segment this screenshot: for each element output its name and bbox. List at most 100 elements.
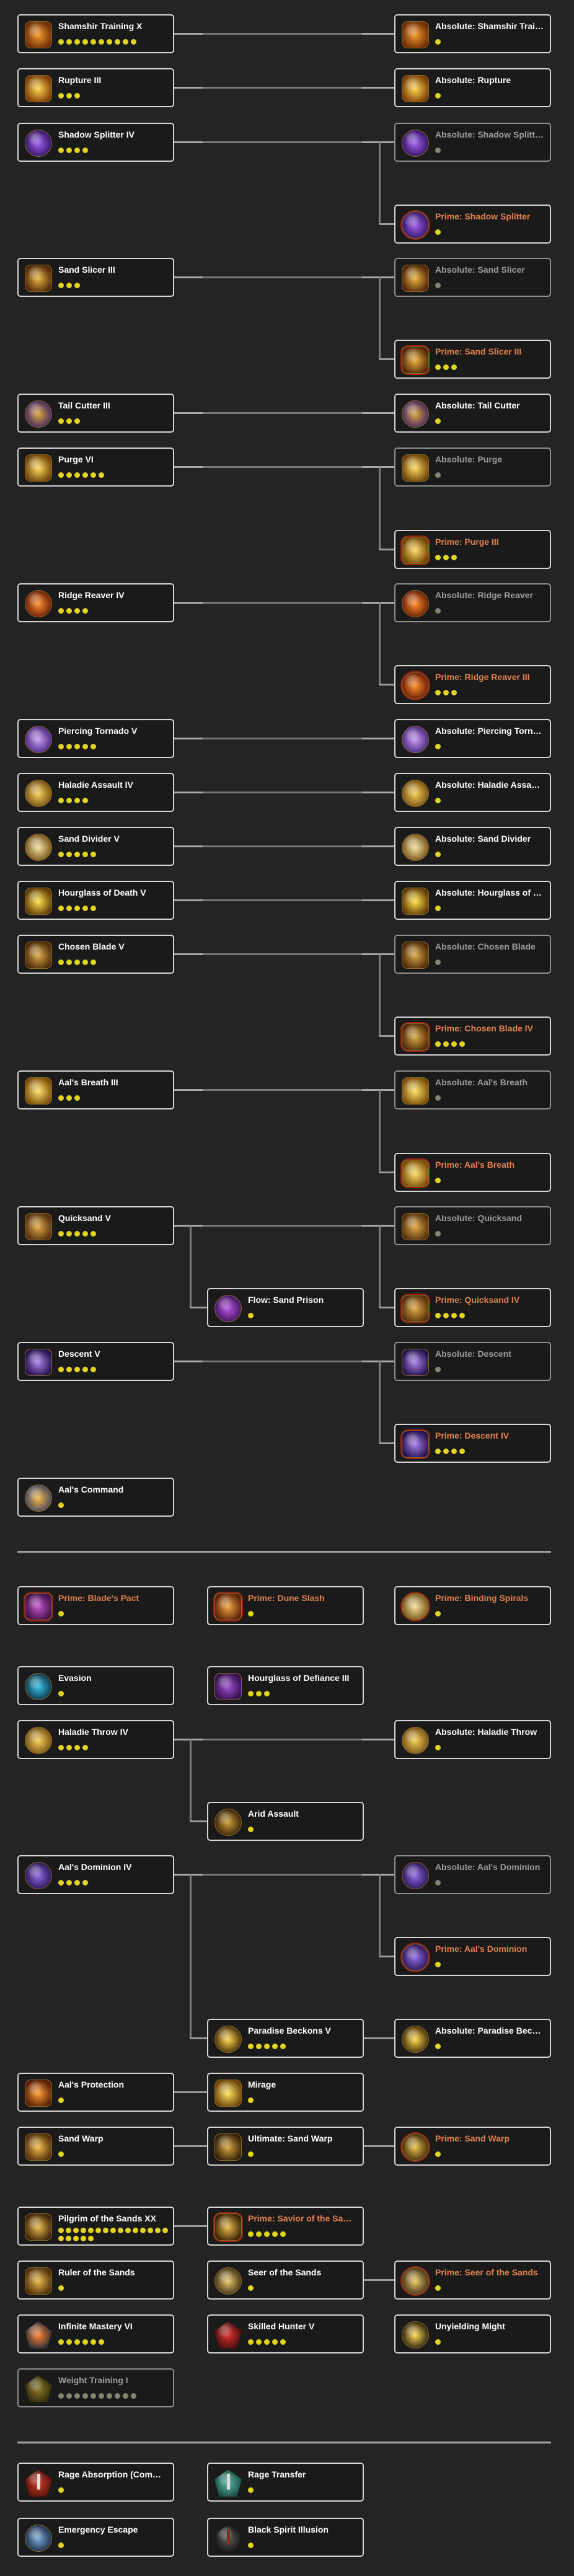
absolute-piercing-tornado[interactable]: Absolute: Piercing Torn…	[394, 719, 551, 758]
prime-dune-slash[interactable]: Prime: Dune Slash	[207, 1586, 364, 1625]
flow-sand-prison[interactable]: Flow: Sand Prison	[207, 1288, 364, 1327]
skill-level-dots	[248, 2044, 286, 2049]
emergency-escape[interactable]: Emergency Escape	[17, 2518, 174, 2557]
level-dot	[91, 959, 96, 965]
skilled-hunter-v[interactable]: Skilled Hunter V	[207, 2314, 364, 2353]
connector-line	[379, 1874, 381, 1957]
mirage[interactable]: Mirage	[207, 2073, 364, 2112]
connector-line	[174, 602, 394, 604]
skill-title: Flow: Sand Prison	[248, 1295, 324, 1305]
skill-title: Rage Transfer	[248, 2469, 306, 2479]
descent-v[interactable]: Descent V	[17, 1342, 174, 1381]
level-dot	[459, 1449, 465, 1454]
absolute-paradise-beckons[interactable]: Absolute: Paradise Bec…	[394, 2019, 551, 2058]
arid-assault[interactable]: Arid Assault	[207, 1802, 364, 1841]
prime-purge-iii[interactable]: Prime: Purge III	[394, 530, 551, 569]
infinite-mastery-vi[interactable]: Infinite Mastery VI	[17, 2314, 174, 2353]
prime-savior-of-the-sands[interactable]: Prime: Savior of the Sa…	[207, 2207, 364, 2246]
aals-command[interactable]: Aal's Command	[17, 1478, 174, 1517]
prime-binding-spirals[interactable]: Prime: Binding Spirals	[394, 1586, 551, 1625]
prime-chosen-blade-iv[interactable]: Prime: Chosen Blade IV	[394, 1017, 551, 1056]
aals-breath-iii[interactable]: Aal's Breath III	[17, 1070, 174, 1109]
ultimate-sand-warp[interactable]: Ultimate: Sand Warp	[207, 2127, 364, 2166]
absolute-sand-slicer[interactable]: Absolute: Sand Slicer	[394, 258, 551, 297]
prime-sand-warp[interactable]: Prime: Sand Warp	[394, 2127, 551, 2166]
absolute-chosen-blade[interactable]: Absolute: Chosen Blade	[394, 935, 551, 974]
shadow-splitter-iv[interactable]: Shadow Splitter IV	[17, 123, 174, 162]
prime-descent-iv[interactable]: Prime: Descent IV	[394, 1424, 551, 1463]
prime-shadow-splitter[interactable]: Prime: Shadow Splitter	[394, 205, 551, 244]
connector-line	[174, 1089, 394, 1091]
rage-absorption[interactable]: Rage Absorption (Com…	[17, 2463, 174, 2502]
absolute-shadow-splitter[interactable]: Absolute: Shadow Splitt…	[394, 123, 551, 162]
absolute-aals-breath[interactable]: Absolute: Aal's Breath	[394, 1070, 551, 1109]
hourglass-of-defiance-iii[interactable]: Hourglass of Defiance III	[207, 1666, 364, 1705]
weight-training-i[interactable]: Weight Training I	[17, 2368, 174, 2407]
prime-ridge-reaver-iii[interactable]: Prime: Ridge Reaver III	[394, 665, 551, 704]
aals-dominion-icon	[402, 1862, 429, 1889]
absolute-tail-cutter[interactable]: Absolute: Tail Cutter	[394, 394, 551, 433]
skill-title: Black Spirit Illusion	[248, 2525, 329, 2534]
rage-transfer[interactable]: Rage Transfer	[207, 2463, 364, 2502]
skill-title: Absolute: Ridge Reaver	[435, 590, 533, 600]
skill-level-dots	[435, 364, 457, 370]
prime-quicksand-iv[interactable]: Prime: Quicksand IV	[394, 1288, 551, 1327]
aals-protection-icon	[25, 2080, 52, 2107]
prime-blades-pact[interactable]: Prime: Blade's Pact	[17, 1586, 174, 1625]
absolute-shamshir-training[interactable]: Absolute: Shamshir Trai…	[394, 14, 551, 53]
prime-seer-of-the-sands[interactable]: Prime: Seer of the Sands	[394, 2261, 551, 2300]
black-spirit-illusion[interactable]: Black Spirit Illusion	[207, 2518, 364, 2557]
paradise-beckons-v[interactable]: Paradise Beckons V	[207, 2019, 364, 2058]
piercing-tornado-v[interactable]: Piercing Tornado V	[17, 719, 174, 758]
aals-protection[interactable]: Aal's Protection	[17, 2073, 174, 2112]
sand-warp[interactable]: Sand Warp	[17, 2127, 174, 2166]
haladie-assault-iv[interactable]: Haladie Assault IV	[17, 773, 174, 812]
chosen-blade-v[interactable]: Chosen Blade V	[17, 935, 174, 974]
level-dot	[248, 1691, 254, 1696]
infinite-mastery-icon	[25, 2321, 52, 2349]
skill-title: Absolute: Hourglass of …	[435, 888, 542, 898]
sand-slicer-iii[interactable]: Sand Slicer III	[17, 258, 174, 297]
absolute-rupture[interactable]: Absolute: Rupture	[394, 68, 551, 107]
quicksand-v[interactable]: Quicksand V	[17, 1206, 174, 1245]
ruler-of-the-sands[interactable]: Ruler of the Sands	[17, 2261, 174, 2300]
skill-title: Pilgrim of the Sands XX	[58, 2213, 156, 2223]
prime-aals-breath[interactable]: Prime: Aal's Breath	[394, 1153, 551, 1192]
absolute-aals-dominion[interactable]: Absolute: Aal's Dominion	[394, 1855, 551, 1894]
connector-line	[174, 1225, 394, 1227]
absolute-ridge-reaver[interactable]: Absolute: Ridge Reaver	[394, 583, 551, 622]
aals-breath-icon	[402, 1160, 429, 1187]
level-dot	[91, 852, 96, 857]
prime-aals-dominion[interactable]: Prime: Aal's Dominion	[394, 1937, 551, 1976]
level-dot	[82, 148, 88, 153]
tail-cutter-iii[interactable]: Tail Cutter III	[17, 394, 174, 433]
connector-line	[190, 1739, 192, 1822]
shamshir-training-x[interactable]: Shamshir Training X	[17, 14, 174, 53]
level-dot	[110, 2228, 116, 2233]
level-dot	[74, 906, 80, 911]
ridge-reaver-iv[interactable]: Ridge Reaver IV	[17, 583, 174, 622]
aals-dominion-iv[interactable]: Aal's Dominion IV	[17, 1855, 174, 1894]
absolute-quicksand[interactable]: Absolute: Quicksand	[394, 1206, 551, 1245]
skill-title: Absolute: Shamshir Trai…	[435, 21, 544, 31]
purge-vi[interactable]: Purge VI	[17, 448, 174, 487]
level-dot	[91, 39, 96, 45]
absolute-haladie-assault[interactable]: Absolute: Haladie Assa…	[394, 773, 551, 812]
sand-divider-v[interactable]: Sand Divider V	[17, 827, 174, 866]
absolute-descent[interactable]: Absolute: Descent	[394, 1342, 551, 1381]
evasion[interactable]: Evasion	[17, 1666, 174, 1705]
unyielding-might[interactable]: Unyielding Might	[394, 2314, 551, 2353]
absolute-sand-divider[interactable]: Absolute: Sand Divider	[394, 827, 551, 866]
absolute-hourglass-of-death[interactable]: Absolute: Hourglass of …	[394, 881, 551, 920]
seer-of-the-sands[interactable]: Seer of the Sands	[207, 2261, 364, 2300]
rupture-iii[interactable]: Rupture III	[17, 68, 174, 107]
absolute-purge[interactable]: Absolute: Purge	[394, 448, 551, 487]
level-dot-empty	[115, 2393, 120, 2399]
pilgrim-of-the-sands-xx[interactable]: Pilgrim of the Sands XX	[17, 2207, 174, 2246]
prime-sand-slicer-iii[interactable]: Prime: Sand Slicer III	[394, 340, 551, 379]
haladie-throw-iv[interactable]: Haladie Throw IV	[17, 1720, 174, 1759]
skill-level-dots	[58, 959, 96, 965]
absolute-haladie-throw[interactable]: Absolute: Haladie Throw	[394, 1720, 551, 1759]
level-dot	[82, 1880, 88, 1886]
hourglass-of-death-v[interactable]: Hourglass of Death V	[17, 881, 174, 920]
